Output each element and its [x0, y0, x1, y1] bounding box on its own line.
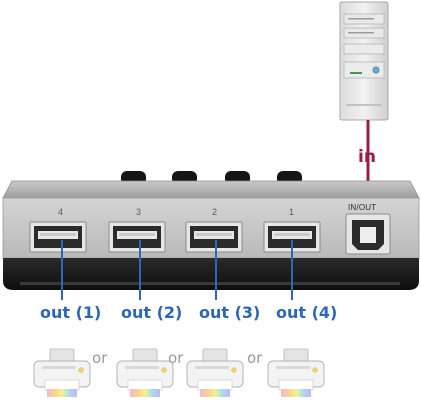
- pc-tower-icon: [339, 1, 389, 121]
- or-separator: or: [92, 349, 108, 367]
- or-separator: or: [168, 349, 184, 367]
- or-separator: or: [247, 349, 263, 367]
- output-label: out (2): [121, 303, 183, 322]
- port-number-label: 4: [58, 207, 64, 217]
- output-label: out (3): [199, 303, 261, 322]
- output-label: out (1): [40, 303, 102, 322]
- port-number-label: 1: [289, 207, 295, 217]
- printer-icon: [186, 348, 244, 398]
- output-cables: [61, 240, 293, 300]
- usb-a-port-icon: [185, 221, 243, 253]
- printer-icon: [33, 348, 91, 398]
- printer-icon: [267, 348, 325, 398]
- usb-a-port-icon: [108, 221, 166, 253]
- port-number-label: 2: [212, 207, 218, 217]
- input-label: in: [358, 147, 376, 167]
- usb-a-port-icon: [29, 221, 87, 253]
- port-number-label: 3: [136, 207, 142, 217]
- usb-b-port-icon: [345, 213, 391, 255]
- printer-icon: [116, 348, 174, 398]
- output-label: out (4): [276, 303, 338, 322]
- io-port-label: IN/OUT: [348, 203, 377, 212]
